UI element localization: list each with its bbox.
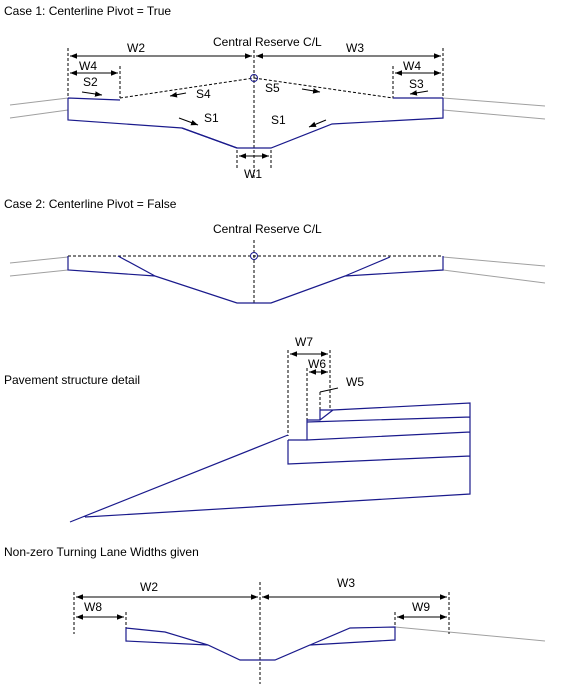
pavement-w5-label: W5 bbox=[346, 375, 364, 389]
case2-section-outline bbox=[67, 255, 444, 304]
case1-pivot-point bbox=[250, 74, 258, 82]
case2-dashed-lines bbox=[68, 240, 443, 304]
turning-w9-label: W9 bbox=[412, 600, 430, 614]
case1-w4-left-label: W4 bbox=[79, 59, 97, 73]
case1-s1-right-label: S1 bbox=[271, 113, 286, 127]
turning-group: Non-zero Turning Lane Widths given W2 W3… bbox=[4, 545, 546, 684]
case1-w2-label: W2 bbox=[127, 41, 145, 55]
pavement-layers-outline bbox=[69, 402, 471, 523]
turning-section-outline bbox=[125, 626, 396, 661]
pavement-dimension-arrows bbox=[290, 351, 339, 393]
case1-group: Case 1: Centerline Pivot = True Central … bbox=[4, 4, 546, 181]
pavement-title: Pavement structure detail bbox=[4, 373, 140, 387]
case1-title: Case 1: Centerline Pivot = True bbox=[4, 4, 171, 18]
case2-group: Case 2: Centerline Pivot = False Central… bbox=[4, 197, 546, 304]
turning-title: Non-zero Turning Lane Widths given bbox=[4, 545, 199, 559]
case1-inner-slope bbox=[181, 127, 238, 149]
case1-s2-label: S2 bbox=[83, 75, 98, 89]
turning-w2-label: W2 bbox=[140, 580, 158, 594]
pavement-extension-lines bbox=[287, 350, 331, 436]
case1-s1-left-label: S1 bbox=[204, 111, 219, 125]
case1-s4-label: S4 bbox=[196, 87, 211, 101]
case1-s3-label: S3 bbox=[409, 77, 424, 91]
turning-extension-lines bbox=[73, 582, 450, 684]
case1-ground-lines bbox=[9, 97, 546, 120]
turning-w3-label: W3 bbox=[337, 576, 355, 590]
case1-pivot-slopes bbox=[119, 77, 394, 99]
case2-centerline-label: Central Reserve C/L bbox=[213, 222, 322, 236]
pavement-w7-label: W7 bbox=[295, 335, 313, 349]
turning-w8-label: W8 bbox=[84, 600, 102, 614]
case2-ground-lines bbox=[9, 256, 546, 284]
case2-title: Case 2: Centerline Pivot = False bbox=[4, 197, 177, 211]
turning-ground-lines bbox=[394, 626, 546, 642]
case1-s5-label: S5 bbox=[265, 81, 280, 95]
case1-dimension-arrows bbox=[70, 53, 441, 159]
case1-w1-label: W1 bbox=[244, 167, 262, 181]
case1-centerline-label: Central Reserve C/L bbox=[213, 35, 322, 49]
case1-section-outline bbox=[67, 97, 444, 149]
case1-w3-label: W3 bbox=[346, 41, 364, 55]
pavement-w6-label: W6 bbox=[308, 357, 326, 371]
turning-dimension-arrows bbox=[76, 594, 447, 620]
case2-pivot-point bbox=[250, 252, 258, 260]
case1-w4-right-label: W4 bbox=[403, 59, 421, 73]
case1-extension-lines bbox=[67, 48, 444, 180]
pavement-group: Pavement structure detail W7 W6 W5 bbox=[4, 335, 471, 523]
